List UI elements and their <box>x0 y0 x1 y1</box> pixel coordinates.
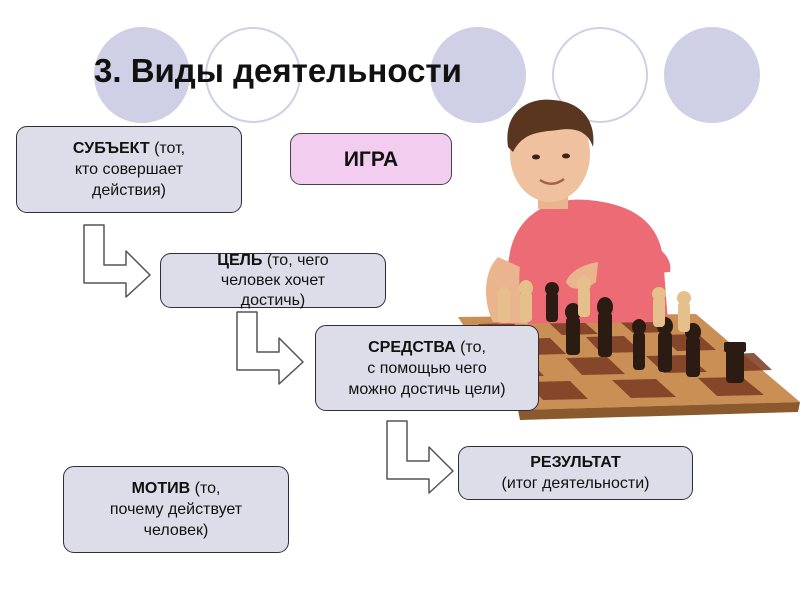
result-term: РЕЗУЛЬТАТ <box>530 454 621 471</box>
motive-box: МОТИВ (то, почему действует человек) <box>63 466 289 553</box>
motive-desc-1: (то, <box>190 480 221 497</box>
subject-term: СУБЪЕКТ <box>72 140 150 157</box>
subject-desc-3: действия) <box>92 182 166 199</box>
result-box: РЕЗУЛЬТАТ (итог деятельности) <box>458 446 693 500</box>
arrow-means-to-result <box>386 420 454 494</box>
subject-box: СУБЪЕКТ (тот, кто совершает действия) <box>16 126 242 213</box>
goal-desc-1: (то, чего <box>262 251 329 269</box>
decor-circle <box>430 27 526 123</box>
decor-circle <box>664 27 760 123</box>
boy-hair <box>507 99 594 152</box>
game-box: ИГРА <box>290 133 452 185</box>
arrow-goal-to-means <box>236 311 304 385</box>
decor-circle <box>205 27 301 123</box>
boy-playing-chess-illustration <box>458 99 800 420</box>
means-box: СРЕДСТВА (то, с помощью чего можно дости… <box>315 325 539 411</box>
means-desc-3: можно достичь цели) <box>348 380 506 398</box>
arrow-subject-to-goal <box>83 224 151 298</box>
means-desc-2: с помощью чего <box>367 359 487 377</box>
subject-desc-1: (тот, <box>149 140 186 157</box>
means-term: СРЕДСТВА <box>368 338 456 356</box>
means-desc-1: (то, <box>455 338 486 356</box>
motive-term: МОТИВ <box>131 480 191 497</box>
decor-circle <box>94 27 190 123</box>
chessboard-edge <box>518 402 800 420</box>
goal-box: ЦЕЛЬ (то, чего человек хочет достичь) <box>160 251 386 309</box>
result-desc: (итог деятельности) <box>501 475 650 492</box>
boy-shirt <box>498 199 668 324</box>
motive-desc-2: почему действует <box>109 501 243 518</box>
slide-title: 3. Виды деятельности <box>94 52 462 89</box>
motive-desc-3: человек) <box>143 522 209 539</box>
subject-desc-2: кто совершает <box>74 161 184 178</box>
goal-desc-2: человек хочет <box>220 271 326 289</box>
game-label: ИГРА <box>343 147 399 171</box>
goal-term: ЦЕЛЬ <box>217 251 263 269</box>
chess-pieces <box>497 276 746 383</box>
goal-desc-3: достичь) <box>240 291 306 309</box>
